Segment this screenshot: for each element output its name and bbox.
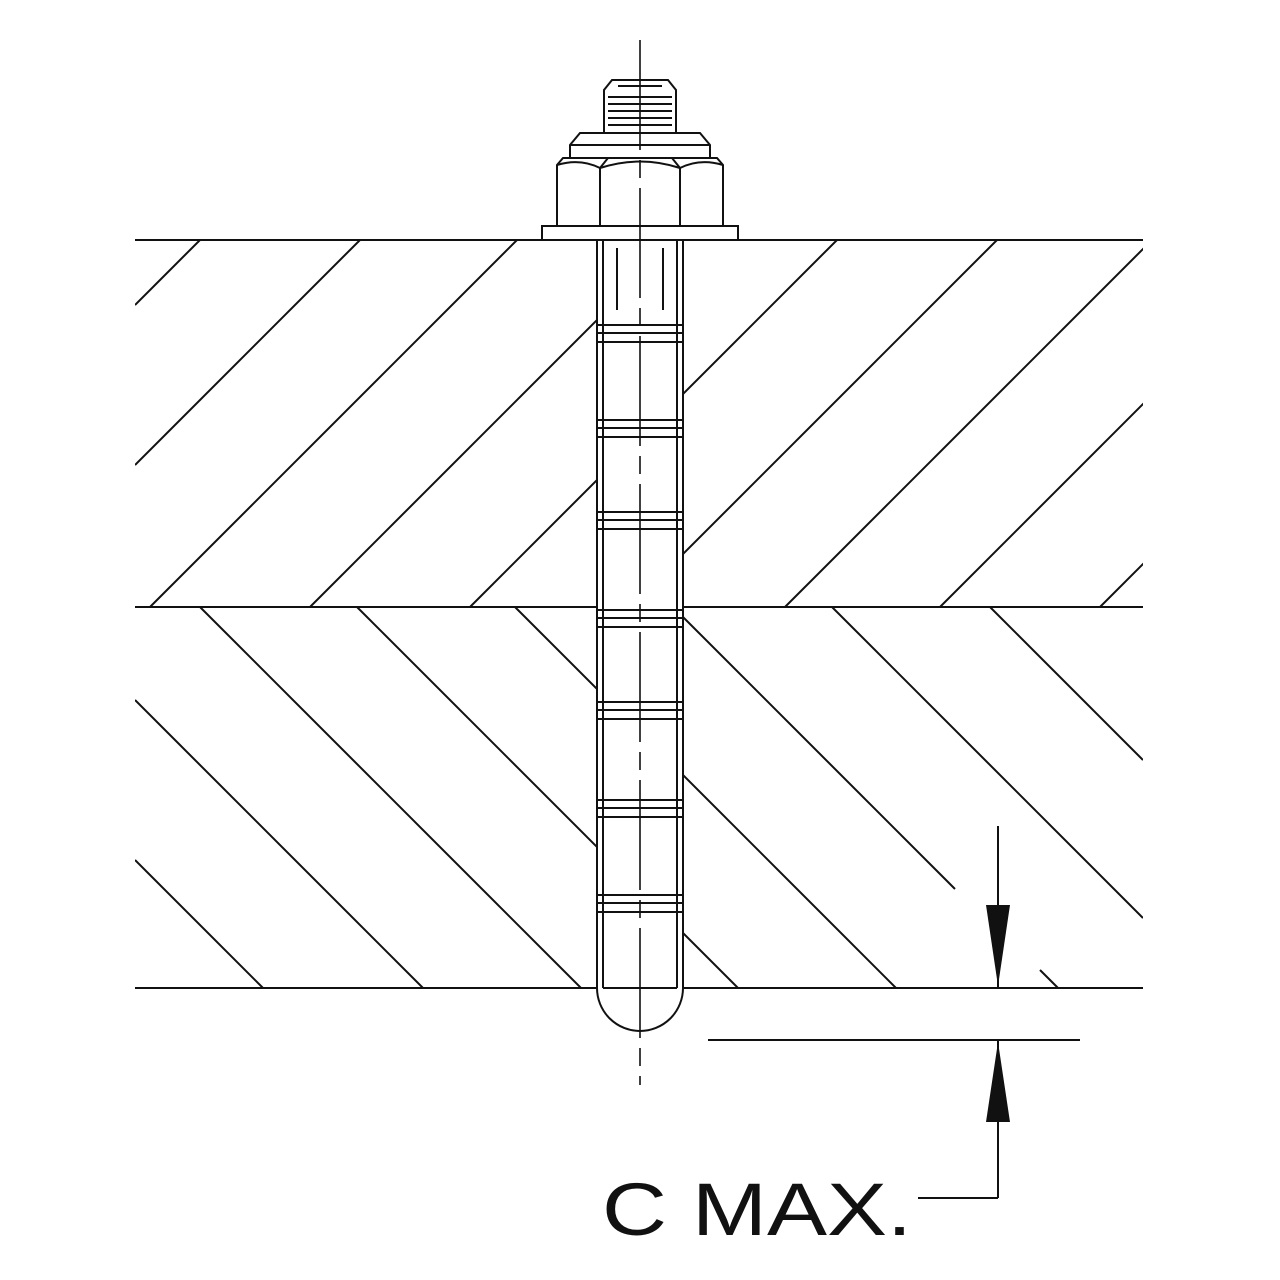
- dimension-label: C MAX.: [602, 1168, 912, 1251]
- top-layer-hatch: [135, 240, 1143, 607]
- arrow-up: [986, 1042, 1010, 1122]
- bottom-layer-hatch: [135, 607, 1143, 988]
- dimension-c-max: C MAX.: [602, 826, 1080, 1251]
- arrow-down: [986, 905, 1010, 986]
